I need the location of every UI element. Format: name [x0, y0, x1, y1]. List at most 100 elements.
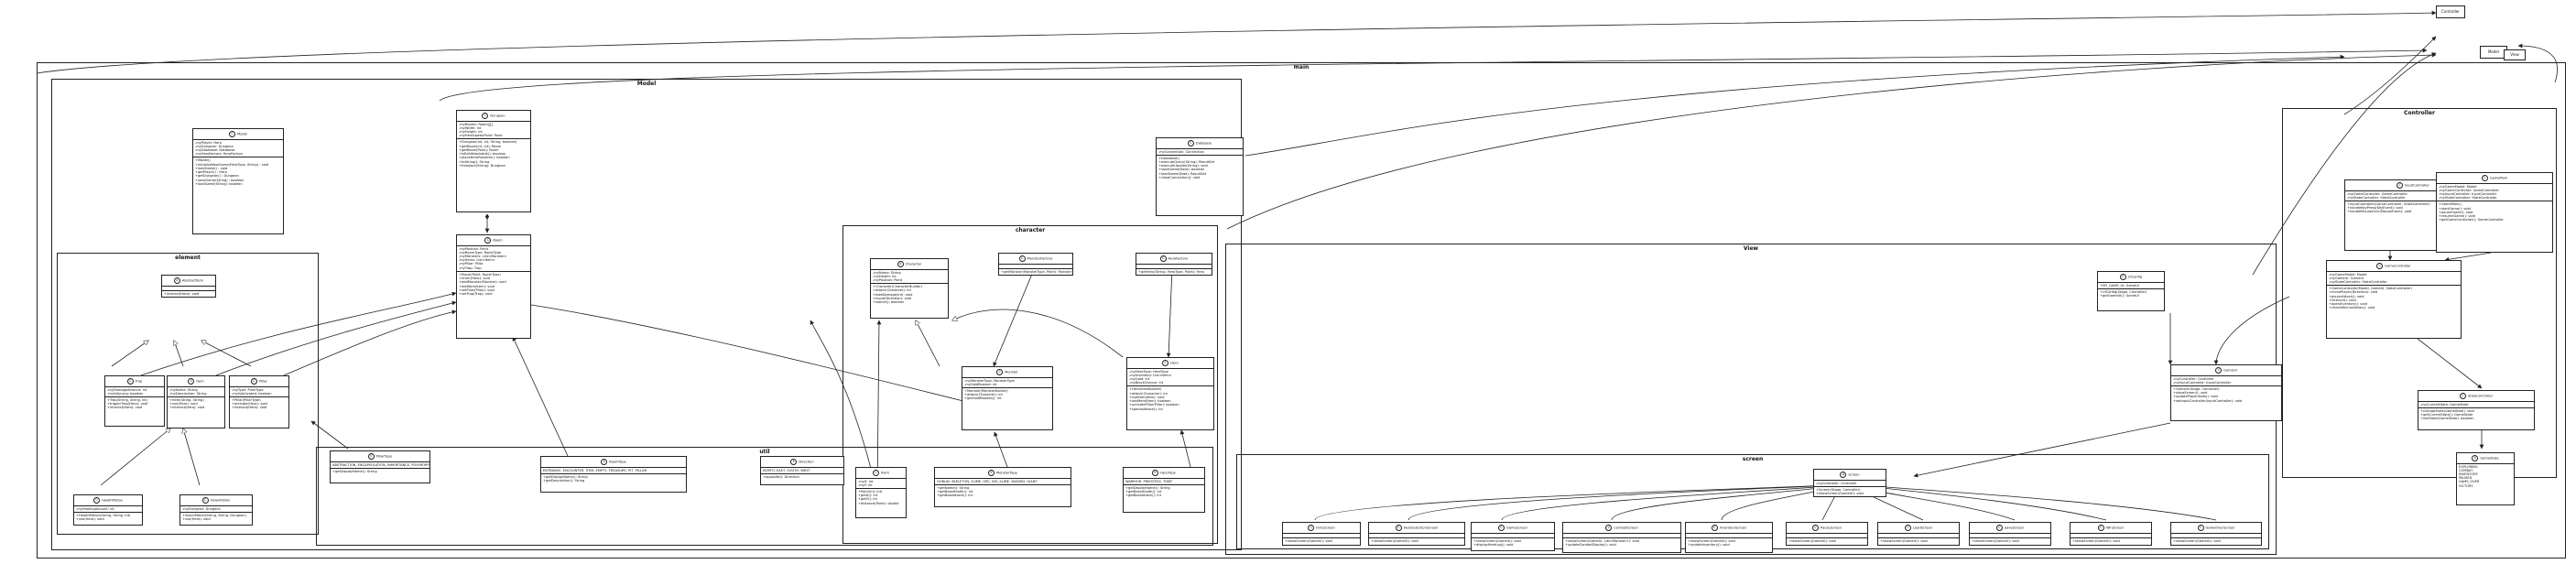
edge-screen-hs	[1408, 485, 1830, 521]
class-kind-icon: C	[201, 497, 209, 504]
class-kind-icon: E	[988, 470, 995, 476]
class-field: -myRoomType: RoomType	[459, 250, 502, 255]
class-method: +move(Direction): void	[873, 296, 912, 300]
class-methods: +showScreen(GameUI): void	[1970, 538, 2050, 544]
class-kind-icon: C	[1159, 255, 1167, 262]
edge-hero-char	[952, 309, 1124, 358]
class-method: +HealthPotion(String, String, int)	[76, 513, 131, 517]
class-kind-icon: C	[2215, 367, 2223, 374]
class-method: +getRoom(int, int): Room	[459, 144, 502, 148]
class-name: GameState	[2480, 456, 2499, 461]
class-methods: +showScreen(GameUI): void	[1283, 538, 1360, 544]
class-method: +getPlayer() : Hero	[195, 170, 227, 175]
class-field: -myInputController: InputController	[2439, 191, 2497, 196]
class-kind-icon: E	[790, 459, 798, 465]
class-kind-icon: C	[2197, 525, 2204, 531]
class-fields	[1878, 534, 1959, 538]
class-method: +showScreen(GameUI): void	[2072, 538, 2120, 543]
class-name: Hero	[1170, 361, 1179, 365]
class-methods: +showScreen(GameUI): void	[2171, 538, 2261, 544]
class-method: +changeState(GameState): void	[2420, 408, 2474, 413]
edge-room-pillar	[283, 309, 457, 376]
class-name: SaveScreen	[2004, 526, 2025, 530]
class-methods: +HealthPotion(String, String, int)+use(H…	[74, 513, 142, 522]
class-method: +saveGame(Data): boolean	[1158, 168, 1205, 172]
edge-room-item	[215, 300, 457, 376]
class-method: +use(Hero): void	[76, 516, 104, 521]
class-field: NORTH, EAST, SOUTH, WEST	[763, 468, 810, 472]
class-fields: -myCurrentState: GameState	[2418, 402, 2534, 408]
class-methods: +showScreen(GameUI): void	[2071, 538, 2151, 544]
class-fields: ENTRANCE, ENCOUNTER, ITEM, EMPTY, TREASU…	[541, 468, 686, 474]
class-kind-icon: C	[484, 237, 492, 244]
class-kind-icon: C	[2097, 525, 2104, 531]
class-method: +opposite(): Direction	[763, 474, 799, 479]
class-name: Direction	[799, 460, 814, 464]
class-method: +GameUI(Stage, Controller)	[2173, 386, 2220, 391]
class-methods: +opposite(): Direction	[761, 474, 843, 480]
class-name: Trap	[135, 379, 143, 384]
edge-room-monster	[512, 300, 972, 404]
class-field: -myCurrentState: GameState	[2420, 402, 2469, 407]
class-fields	[162, 287, 215, 291]
edge-view-legend	[2252, 52, 2437, 276]
class-field: -myStateController: StateController	[2347, 195, 2406, 200]
class-name: Pillar	[259, 379, 267, 384]
package-title: Controller	[2404, 110, 2435, 116]
class-kind-icon: C	[251, 378, 258, 385]
edge-point-char-2	[810, 320, 878, 495]
class-methods: +changeState(GameState): void+getCurrent…	[2418, 408, 2534, 422]
class-name: Character	[905, 262, 922, 266]
class-method: +UIConfig(Stage, Controller)	[2100, 289, 2147, 294]
class-method: +attack(Character): int	[1129, 391, 1168, 396]
class-methods: +UIConfig(Stage, Controller)+getGameUI()…	[2098, 289, 2164, 298]
class-method: +isAlive(): boolean	[873, 300, 905, 305]
class-field: -myMonsters: List<Monster>	[459, 254, 507, 258]
class-method: +getCurrentState(): GameState	[2420, 412, 2473, 417]
edge-screen-win	[1857, 485, 2107, 521]
class-method: +handleMouseClick(MouseEvent): void	[2347, 210, 2412, 214]
class-methods: +getDisplayName(): String+getDescription…	[541, 474, 686, 483]
class-method: +setTrap(Trap): void	[459, 292, 493, 297]
package-main: main	[37, 62, 2566, 559]
class-method: +getName(): String	[937, 485, 970, 490]
class-method: +use(Hero): void	[182, 516, 211, 521]
class-methods: +InputController(GameController, StateCo…	[2345, 201, 2481, 215]
class-fields	[1136, 265, 1212, 269]
class-field: -myGameUI: GameUI	[2329, 276, 2364, 280]
class-fields: -myMonsterType: MonsterType-myGoldReward…	[962, 378, 1052, 388]
class-field: -myRooms: Room[][]	[459, 122, 494, 126]
class-method: +getY(): int	[858, 497, 877, 502]
class-methods: +getMonster(MonsterType, Point): Monster	[999, 269, 1072, 275]
class-methods: +getDisplayName(): String	[331, 469, 429, 474]
class-fields: -myHeroType: HeroType-myInventory: List<…	[1127, 369, 1213, 387]
class-method: +executeUpdate(String): void	[1158, 164, 1208, 168]
class-fields: -myX: int-myY: int	[856, 479, 906, 489]
class-field: -myGold: int	[1129, 376, 1150, 381]
class-method: +triggerTrap(Hero): void	[107, 402, 148, 407]
legend-controller: Controller	[2436, 5, 2465, 18]
edge-gc-gameui	[2213, 296, 2290, 365]
class-method: +displayHeroLog(): void	[1473, 542, 1514, 547]
class-fields: -myController: Controller	[1814, 481, 1886, 487]
class-fields: -myGameModel: Model-myGameUI: GameUI-myS…	[2327, 272, 2461, 287]
class-method: +showScreen(GameUI): void	[2173, 538, 2221, 543]
class-methods: +showScreen(GameUI): void+updateInventor…	[1686, 538, 1772, 548]
